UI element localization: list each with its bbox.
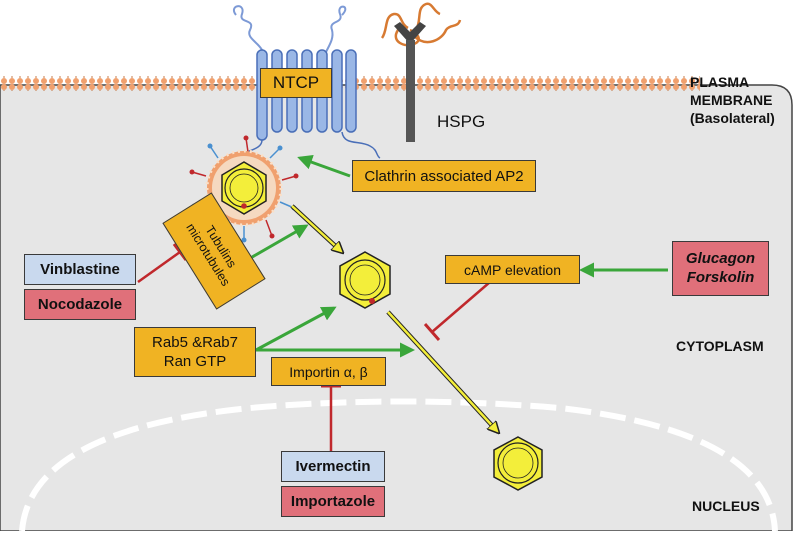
camp-elevation-box: cAMP elevation	[445, 255, 580, 284]
cytoplasm-area	[0, 84, 793, 532]
cytoplasm-label: CYTOPLASM	[676, 338, 764, 354]
glucagon-label: Glucagon	[685, 249, 756, 267]
inhibit-importin	[321, 384, 341, 452]
ran-gtp-label: Ran GTP	[163, 353, 227, 370]
plasma-membrane-label-3: (Basolateral)	[690, 110, 775, 126]
nocodazole-box: Nocodazole	[24, 289, 136, 320]
transport-arrow-2-fill	[387, 311, 498, 432]
plasma-membrane-label-2: MEMBRANE	[690, 92, 773, 108]
ntcp-label: NTCP	[260, 68, 332, 98]
internalized-virion	[189, 135, 299, 243]
rab-ran-box: Rab5 &Rab7 Ran GTP	[134, 327, 256, 377]
transport-arrow-1-fill	[291, 205, 342, 252]
rab-label: Rab5 &Rab7	[152, 333, 238, 351]
plasma-membrane-label-1: PLASMA	[690, 74, 750, 90]
glucagon-forskolin-box: Glucagon Forskolin	[672, 241, 769, 296]
clathrin-ap2-box: Clathrin associated AP2	[352, 160, 536, 192]
vinblastine-box: Vinblastine	[24, 254, 136, 285]
arrow-rab-to-capsid	[255, 306, 337, 352]
ivermectin-box: Ivermectin	[281, 451, 385, 482]
hspg-receptor	[380, 2, 462, 142]
forskolin-label: Forskolin	[686, 268, 755, 286]
nucleus-label: NUCLEUS	[692, 498, 760, 514]
inhibit-camp-transport	[423, 281, 491, 341]
importazole-box: Importazole	[281, 486, 385, 517]
capsid-cytoplasm	[339, 251, 391, 309]
arrow-clathrin-to-virion	[297, 155, 351, 178]
hspg-label: HSPG	[437, 112, 486, 131]
capsid-nucleus	[493, 436, 543, 491]
nuclear-envelope	[19, 398, 778, 532]
importin-box: Importin α, β	[271, 357, 386, 386]
